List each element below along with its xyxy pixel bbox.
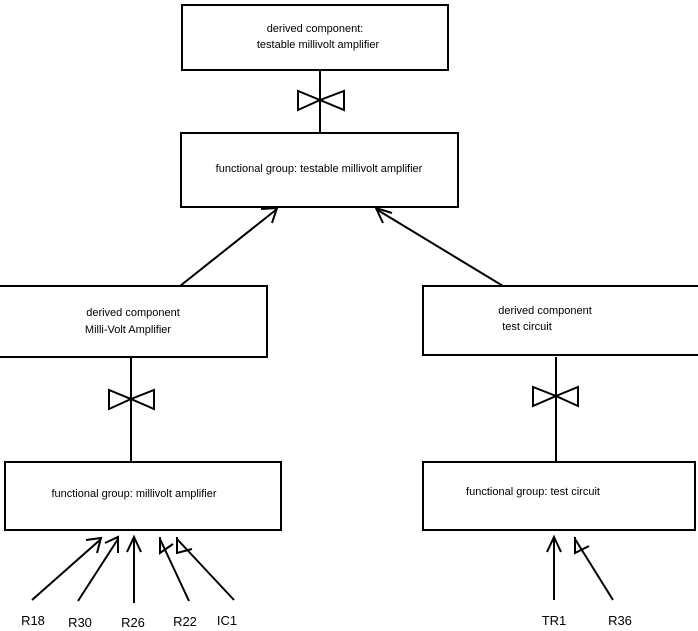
leaf-arrow-r26 [126,534,142,603]
box-outline [422,461,696,531]
leaf-arrow-ic1 [176,537,235,601]
box-outline [0,285,268,358]
leaf-arrow-r30 [77,535,119,602]
box-label-line2: testable millivolt amplifier [257,39,380,51]
box-label-line1: functional group: test circuit [466,486,600,498]
box-label-line1: functional group: testable millivolt amp… [216,163,423,175]
box-derived-test-circuit[interactable]: derived component test circuit [422,285,698,356]
generalization-arrow-right [374,206,504,287]
box-outline [422,285,698,356]
leaf-label-ic1: IC1 [217,613,237,628]
leaf-arrow-r22 [159,537,190,602]
leaf-label-r18: R18 [21,613,45,628]
box-label-line1: derived component: [267,23,364,35]
box-label-line1: derived component [86,307,180,319]
box-outline [4,461,282,531]
bowtie-realization-icon-top[interactable] [297,85,345,118]
bowtie-realization-icon-right[interactable] [532,380,579,414]
box-label-line2: test circuit [502,321,552,333]
box-derived-testable-millivolt-amplifier[interactable]: derived component: testable millivolt am… [181,4,449,71]
box-label-line2: Milli-Volt Amplifier [85,324,172,336]
leaf-label-r26: R26 [121,615,145,630]
box-fg-millivolt-amplifier[interactable]: functional group: millivolt amplifier [4,461,282,531]
generalization-arrow-left [179,206,279,287]
box-fg-testable-millivolt-amplifier[interactable]: functional group: testable millivolt amp… [180,132,459,208]
box-label-line1: functional group: millivolt amplifier [51,488,216,500]
leaf-arrow-r36 [574,537,614,601]
bowtie-realization-icon-left[interactable] [108,383,155,417]
leaf-label-r30: R30 [68,615,92,630]
leaf-label-r36: R36 [608,613,632,628]
leaf-label-r22: R22 [173,614,197,629]
box-derived-milli-volt-amplifier[interactable]: derived component Milli-Volt Amplifier [0,285,268,358]
box-fg-test-circuit[interactable]: functional group: test circuit [422,461,696,531]
leaf-label-tr1: TR1 [542,613,567,628]
leaf-arrow-tr1 [546,534,562,600]
box-outline [181,4,449,71]
leaf-arrow-r18 [31,536,103,601]
box-outline [180,132,459,208]
box-label-line1: derived component [498,305,592,317]
